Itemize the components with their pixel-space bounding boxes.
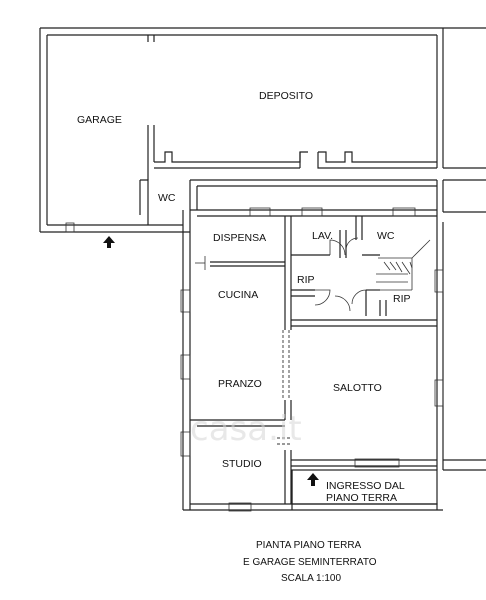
sliding-doors <box>277 330 290 445</box>
arrow-up-icon <box>307 473 319 486</box>
stair <box>366 239 431 291</box>
room-label-pranzo: PRANZO <box>218 378 262 390</box>
watermark: casa.it <box>190 409 302 449</box>
windows <box>65 207 444 512</box>
room-label-dispensa: DISPENSA <box>213 232 266 244</box>
ingresso-box <box>291 469 438 505</box>
room-label-rip-right: RIP <box>393 293 411 305</box>
deposito-walls <box>139 35 437 232</box>
room-label-ingresso-1: INGRESSO DAL <box>326 480 405 492</box>
room-label-deposito: DEPOSITO <box>259 90 313 102</box>
room-label-cucina: CUCINA <box>218 289 258 301</box>
room-label-ingresso-2: PIANO TERRA <box>326 492 397 504</box>
room-label-garage: GARAGE <box>77 114 122 126</box>
caption-line-3: SCALA 1:100 <box>281 573 341 584</box>
caption-line-2: E GARAGE SEMINTERRATO <box>243 557 377 568</box>
outer-walls <box>39 27 486 471</box>
caption-line-1: PIANTA PIANO TERRA <box>256 540 362 551</box>
room-label-lav: LAV. <box>312 230 333 242</box>
doors <box>195 237 367 312</box>
room-label-salotto: SALOTTO <box>333 382 382 394</box>
room-label-rip-left: RIP <box>297 274 315 286</box>
living-walls <box>182 209 443 511</box>
room-label-wc: WC <box>377 230 395 242</box>
arrow-up-icon <box>103 236 115 248</box>
room-label-studio: STUDIO <box>222 458 262 470</box>
room-label-wc-garage: WC <box>158 192 176 204</box>
